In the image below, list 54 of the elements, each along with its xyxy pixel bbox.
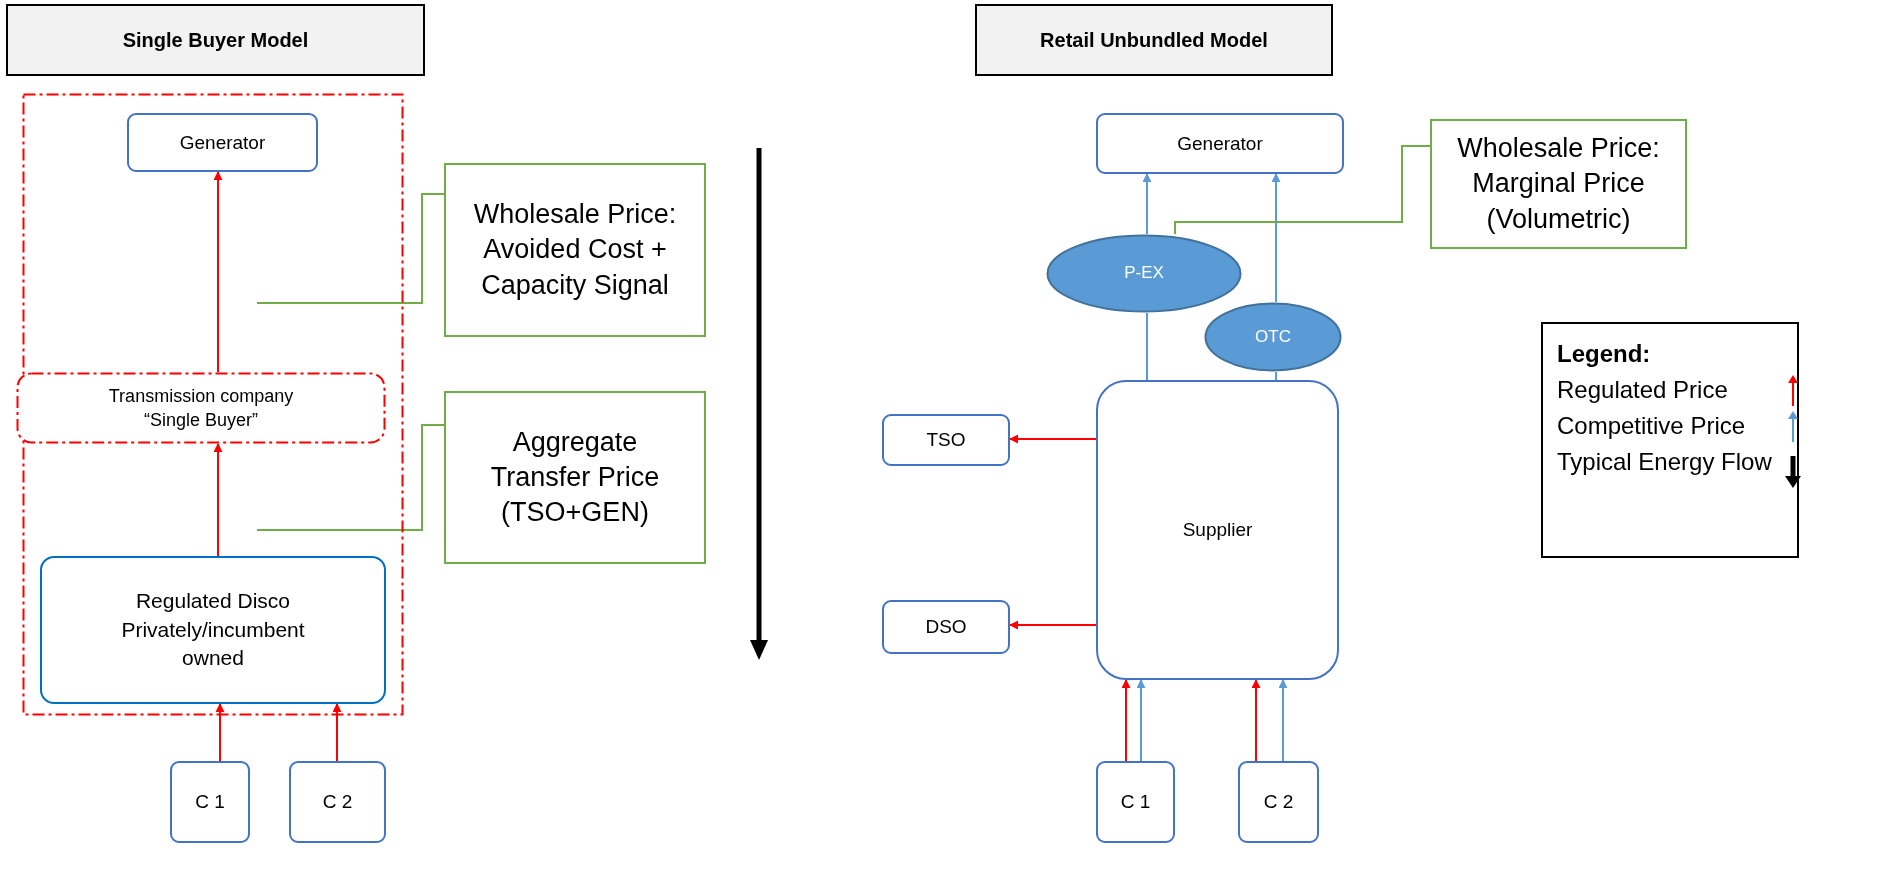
box-label: C 2 [322,790,353,815]
price-box [1430,119,1687,249]
legend-label: Typical Energy Flow [1557,448,1772,475]
arrow [1278,679,1288,762]
arrow [215,703,225,762]
title-text: Single Buyer Model [122,27,309,53]
arrow [1142,173,1152,235]
process-box [882,414,1010,466]
box-label: Supplier [1182,518,1253,543]
legend-label: Competitive Price [1557,412,1746,439]
legend-title: Legend: [1557,340,1651,367]
box-label: Wholesale Price: Marginal Price (Volumetric) [1456,132,1661,236]
process-box [1096,761,1175,843]
title-box [6,4,425,76]
price-box [444,391,706,564]
process-box [289,761,386,843]
process-box [1096,380,1339,680]
process-box [1096,113,1344,174]
process-box [170,761,250,843]
box-label: Wholesale Price: Avoided Cost + Capacity Signal [472,198,678,302]
process-box [16,372,386,444]
arrow [332,703,342,762]
arrow [213,171,223,373]
box-label: C 1 [1120,790,1151,815]
legend-label: Regulated Price [1557,376,1728,403]
arrow [1271,173,1281,303]
box-label: C 2 [1263,790,1294,815]
process-box [882,600,1010,654]
box-label: Generator [1177,131,1263,156]
title-text: Retail Unbundled Model [1040,27,1268,53]
box-label: OTC [1255,325,1291,348]
leader-line [256,193,445,304]
market-ellipse [1046,234,1242,313]
box-label: P-EX [1124,262,1164,285]
box-label: Transmission company “Single Buyer” [107,384,295,432]
arrow [1251,679,1261,762]
arrow [1009,620,1097,630]
process-box [40,556,386,704]
arrow [1009,434,1097,444]
process-box [127,113,318,172]
title-box [975,4,1333,76]
process-box [1238,761,1319,843]
leader-line [256,424,445,531]
price-box [444,163,706,337]
box-label: C 1 [195,790,225,815]
arrow [1121,679,1131,762]
box-label: DSO [925,615,967,640]
arrow [213,443,223,557]
box-label: Aggregate Transfer Price (TSO+GEN) [489,425,661,530]
box-label: TSO [926,428,966,453]
box-label: Regulated Disco Privately/incumbent owned [120,588,306,672]
box-label: Generator [179,130,266,155]
market-ellipse [1204,302,1342,372]
arrow [1136,679,1146,762]
